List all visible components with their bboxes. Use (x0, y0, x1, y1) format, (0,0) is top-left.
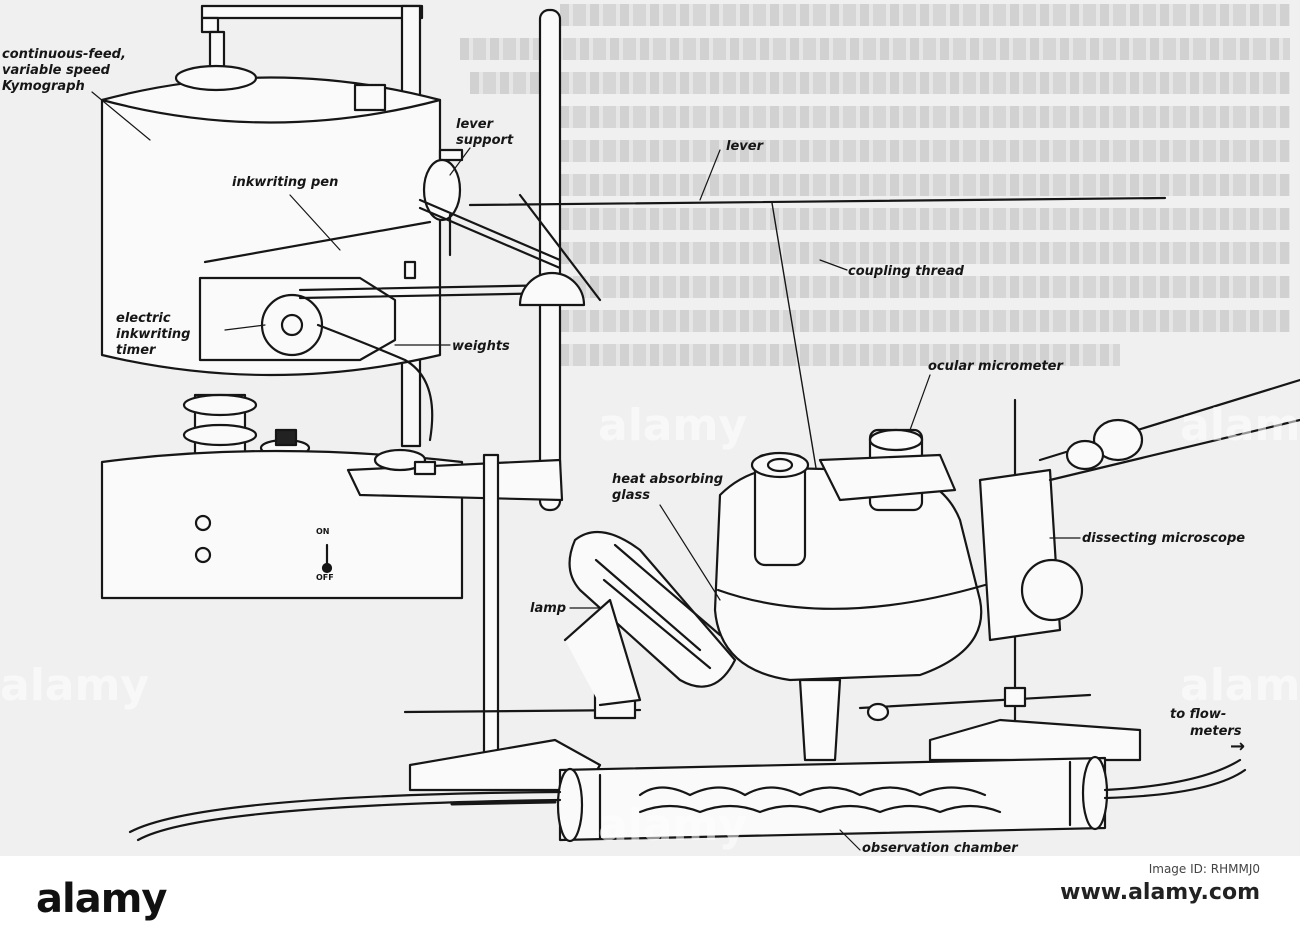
lever-assembly (298, 158, 1167, 307)
text-line (560, 174, 1290, 196)
apparatus-diagram: continuous-feed, variable speed Kymograp… (0, 4, 1300, 856)
dissecting-microscope (713, 378, 1300, 762)
site-url[interactable]: www.alamy.com (1060, 880, 1260, 905)
text-line (560, 4, 1290, 26)
leader-lines (91, 91, 1081, 851)
label-coupling-thread: coupling thread (848, 264, 965, 279)
label-observation-chamber: observation chamber (862, 841, 1019, 856)
stock-footer: alamy Image ID: RHMMJ0 www.alamy.com (0, 856, 1300, 944)
label-timer-line3: timer (116, 343, 157, 358)
text-line (560, 276, 1290, 298)
text-line (460, 38, 1290, 60)
image-id: Image ID: RHMMJ0 (1148, 862, 1260, 876)
text-line (560, 310, 1290, 332)
label-kymograph-line2: variable speed (2, 63, 111, 78)
text-line (560, 344, 1120, 366)
scanned-page-text (0, 0, 1300, 400)
text-line (470, 72, 1290, 94)
lever-stand (346, 8, 564, 512)
watermark: alamy (1180, 400, 1300, 451)
watermark: alamy (598, 800, 747, 851)
label-flow-line2: meters (1190, 724, 1242, 739)
text-line (560, 242, 1290, 264)
label-inkwriting-pen: inkwriting pen (232, 175, 338, 190)
label-switch-on: ON (316, 527, 330, 536)
label-kymograph-line3: Kymograph (2, 79, 85, 94)
watermark: alamy (0, 660, 149, 711)
text-line (560, 140, 1290, 162)
label-heat-glass-line1: heat absorbing (612, 472, 723, 487)
label-weights: weights (452, 339, 510, 354)
label-lever: lever (726, 139, 765, 154)
label-kymograph-line1: continuous-feed, (2, 47, 126, 62)
microscope-stand (403, 398, 1142, 792)
watermark: alamy (1180, 660, 1300, 711)
lamp (563, 530, 737, 707)
label-lever-support-line2: support (456, 133, 514, 148)
observation-chamber (128, 755, 1247, 843)
label-flow-arrow: → (1230, 736, 1245, 757)
label-heat-glass-line2: glass (612, 488, 650, 503)
brand-wordmark: alamy (36, 876, 167, 922)
label-lever-support-line1: lever (456, 117, 495, 132)
label-flow-line1: to flow- (1170, 707, 1226, 722)
label-timer-line2: inkwriting (116, 327, 190, 342)
label-switch-off: OFF (316, 573, 334, 582)
inkwriting-pen-line (203, 220, 432, 264)
text-line (560, 208, 1290, 230)
brand-logo[interactable]: alamy (36, 876, 167, 922)
label-timer-line1: electric (116, 311, 171, 326)
label-ocular-micrometer: ocular micrometer (928, 359, 1065, 374)
watermark: alamy (598, 400, 747, 451)
image-id-block: Image ID: RHMMJ0 www.alamy.com (1060, 862, 1260, 905)
label-dissecting-microscope: dissecting microscope (1082, 531, 1245, 546)
label-lamp: lamp (530, 601, 566, 616)
text-line (560, 106, 1290, 128)
coupling-thread-line (771, 202, 819, 481)
figure-scan: continuous-feed, variable speed Kymograp… (0, 0, 1300, 856)
electric-timer-device (198, 276, 434, 442)
